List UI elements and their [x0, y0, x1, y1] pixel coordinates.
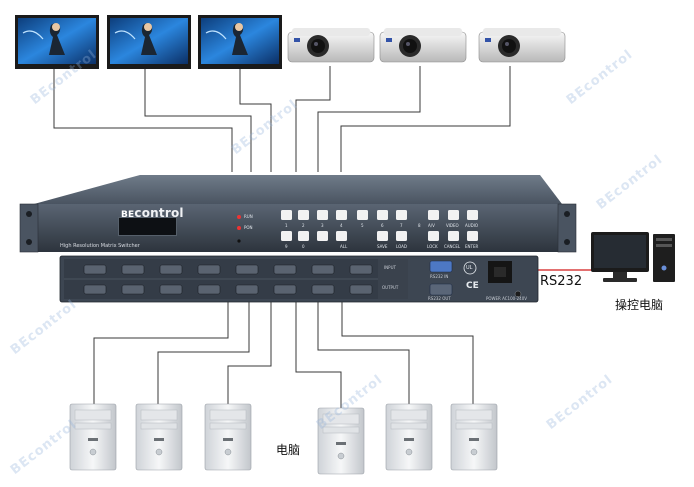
- lcd-monitor: [107, 15, 191, 69]
- projector: [379, 28, 467, 63]
- key-label: 0: [302, 244, 305, 249]
- key-label: LOCK: [427, 244, 438, 249]
- rear-rs232-out-label: RS232 OUT: [428, 296, 451, 301]
- rear-output-label: OUTPUT: [382, 285, 399, 290]
- ul-mark: UL: [466, 265, 473, 271]
- key-label: CANCEL: [444, 244, 461, 249]
- input-connection-lines: [93, 302, 474, 408]
- brand-logo: BEcontrol: [121, 206, 184, 220]
- key-label: SAVE: [377, 244, 388, 249]
- rear-rs232-in-label: RS232 IN: [430, 274, 449, 279]
- pc-tower: [317, 407, 365, 475]
- rs232-label: RS232: [540, 274, 583, 289]
- lcd-monitor: [15, 15, 99, 69]
- model-name: High Resolution Matrix Switcher: [60, 243, 140, 249]
- pc-tower: [135, 403, 183, 471]
- key-label: A/V: [428, 223, 435, 228]
- led-label: RUN: [244, 214, 253, 219]
- rear-input-label: INPUT: [384, 265, 396, 270]
- key-label: 5: [361, 223, 364, 228]
- led-label: PON: [244, 225, 253, 230]
- control-pc-label: 操控电脑: [615, 298, 664, 312]
- lcd-monitor: [198, 15, 282, 69]
- key-label: AUDIO: [465, 223, 479, 228]
- pc-tower: [69, 403, 117, 471]
- key-label: 7: [400, 223, 403, 228]
- projector: [287, 28, 375, 63]
- key-label: 4: [340, 223, 343, 228]
- key-grid: [281, 210, 478, 241]
- pc-tower: [385, 403, 433, 471]
- key-label: VIDEO: [446, 223, 459, 228]
- key-label: 8: [418, 223, 421, 228]
- key-label: 3: [321, 223, 324, 228]
- key-label: 2: [302, 223, 305, 228]
- control-computer: [591, 232, 675, 282]
- pc-tower: [450, 403, 498, 471]
- key-label: 1: [285, 223, 288, 228]
- ce-mark: CE: [466, 281, 479, 291]
- pc-tower: [204, 403, 252, 471]
- lcd-display: [118, 217, 177, 236]
- key-label: LOAD: [396, 244, 407, 249]
- rear-port-grid: [83, 264, 373, 295]
- projector: [478, 28, 566, 63]
- key-label: ENTER: [465, 244, 479, 249]
- key-label: 6: [381, 223, 384, 228]
- pc-label: 电脑: [276, 443, 301, 457]
- key-label: 9: [285, 244, 288, 249]
- output-connection-lines: [53, 66, 511, 172]
- ul-mark-icon: [463, 261, 477, 275]
- power-label: POWER AC100-240V: [486, 296, 528, 301]
- key-label: ALL: [340, 244, 348, 249]
